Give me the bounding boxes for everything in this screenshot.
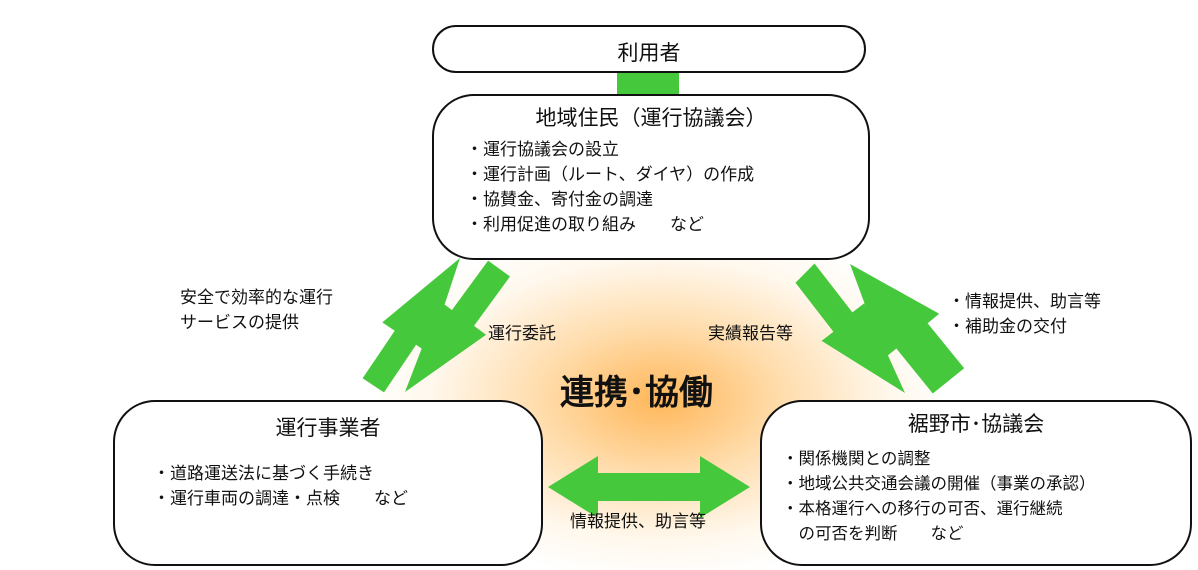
user-box: 利用者 <box>432 25 866 73</box>
user-residents-connector <box>617 72 679 96</box>
residents-title: 地域住民（運行協議会） <box>535 106 767 130</box>
arrow-operator-to-residents <box>362 258 460 393</box>
arrow-residents-to-city <box>795 263 905 393</box>
right-inner-label: 実績報告等 <box>708 324 793 344</box>
arrow-operator-city <box>548 456 750 518</box>
right-outer-label: ・情報提供、助言等 ・補助金の交付 <box>948 290 1101 340</box>
residents-item: ・協賛金、寄付金の調達 <box>466 190 653 210</box>
right-outer-line: ・補助金の交付 <box>948 317 1067 337</box>
residents-item: ・運行計画（ルート、ダイヤ）の作成 <box>466 165 755 185</box>
residents-item: ・利用促進の取り組み など <box>466 215 704 235</box>
operator-item: ・道路運送法に基づく手続き <box>153 464 374 484</box>
residents-item: ・運行協議会の設立 <box>466 140 619 160</box>
residents-list: ・運行協議会の設立 ・運行計画（ルート、ダイヤ）の作成 ・協賛金、寄付金の調達 … <box>466 138 754 238</box>
operator-item: ・運行車両の調達・点検 など <box>153 489 408 509</box>
city-box: 裾野市･協議会 ・関係機関との調整 ・地域公共交通会議の開催（事業の承認） ・本… <box>760 400 1192 566</box>
operator-list: ・道路運送法に基づく手続き ・運行車両の調達・点検 など <box>153 462 408 512</box>
city-item: ・地域公共交通会議の開催（事業の承認） <box>782 474 1096 493</box>
city-list: ・関係機関との調整 ・地域公共交通会議の開催（事業の承認） ・本格運行への移行の… <box>782 446 1096 546</box>
left-inner-label: 運行委託 <box>488 324 556 344</box>
left-outer-line: サービスの提供 <box>180 313 299 333</box>
city-item: ・関係機関との調整 <box>782 449 931 468</box>
operator-box: 運行事業者 ・道路運送法に基づく手続き ・運行車両の調達・点検 など <box>113 400 543 566</box>
user-label: 利用者 <box>617 41 681 65</box>
city-item: の可否を判断 など <box>782 524 964 543</box>
left-outer-label: 安全で効率的な運行 サービスの提供 <box>180 286 333 336</box>
city-title: 裾野市･協議会 <box>907 412 1045 436</box>
arrow-city-to-residents <box>850 264 965 394</box>
right-outer-line: ・情報提供、助言等 <box>948 292 1101 312</box>
operator-title: 運行事業者 <box>275 416 381 440</box>
residents-box: 地域住民（運行協議会） ・運行協議会の設立 ・運行計画（ルート、ダイヤ）の作成 … <box>432 94 870 260</box>
arrow-residents-to-operator <box>405 260 510 392</box>
bottom-label: 情報提供、助言等 <box>570 512 706 532</box>
left-outer-line: 安全で効率的な運行 <box>180 288 333 308</box>
center-label: 連携･協働 <box>560 373 713 413</box>
city-item: ・本格運行への移行の可否、運行継続 <box>782 499 1063 518</box>
